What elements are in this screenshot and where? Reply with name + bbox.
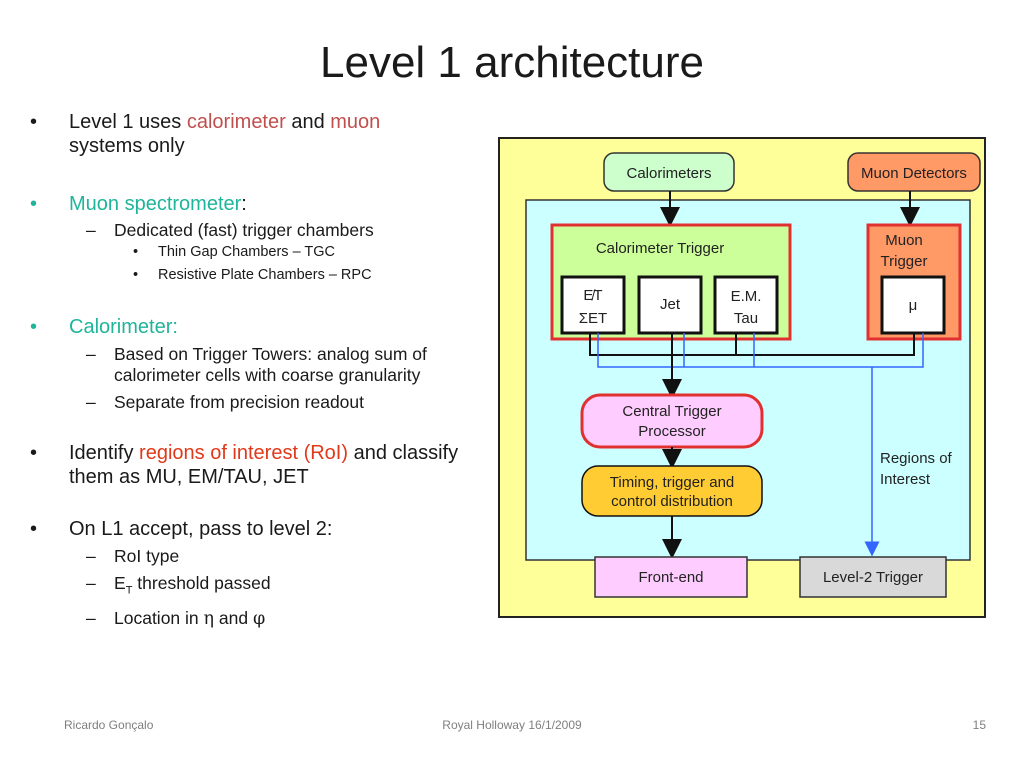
connector-blue: [597, 333, 924, 537]
sub-sub-bullet: • Resistive Plate Chambers – RPC: [30, 266, 470, 285]
calorimeter-highlight: calorimeter: [186, 111, 286, 133]
bullet-marker: •: [30, 193, 38, 215]
footer-page-number: 15: [972, 718, 986, 732]
bullet-text: :: [241, 193, 247, 215]
muon-detectors-label: Muon Detectors: [861, 165, 967, 182]
roi-highlight: regions of interest (RoI): [139, 442, 349, 464]
ctp-label-1: Central Trigger: [622, 403, 721, 420]
bullet-level1: • Level 1 uses calorimeter and muon syst…: [30, 110, 470, 158]
sub-sub-bullet-text: Resistive Plate Chambers – RPC: [158, 267, 372, 283]
bullet-marker: •: [30, 442, 38, 464]
sub-bullet: – Separate from precision readout: [30, 392, 470, 413]
bullet-list: • Level 1 uses calorimeter and muon syst…: [30, 110, 470, 630]
et-box: [560, 275, 626, 335]
et-miss-label: E̸T: [583, 287, 602, 304]
em-tau-box: [713, 275, 779, 335]
bullet-muon-spectrometer: • Muon spectrometer:: [30, 192, 470, 216]
bullet-l1-accept: • On L1 accept, pass to level 2:: [30, 517, 470, 541]
bullet-marker: •: [30, 111, 38, 133]
em-label: E.M.: [731, 288, 762, 305]
jet-label: Jet: [660, 296, 681, 313]
eta-symbol: η: [203, 608, 215, 629]
sub-sub-bullet-text: Thin Gap Chambers – TGC: [158, 244, 336, 260]
sub-bullet: – ET threshold passed: [30, 573, 470, 602]
sub-sub-bullet-marker: •: [133, 244, 139, 260]
bullet-text: Identify: [69, 442, 140, 464]
timing-label-1: Timing, trigger and: [610, 474, 735, 491]
et-subscript: T: [125, 584, 133, 597]
sum-et-label: ΣET: [579, 310, 607, 327]
sub-bullet-marker: –: [86, 573, 96, 593]
sub-bullet: – Dedicated (fast) trigger chambers: [30, 220, 470, 241]
bullet-identify-roi: • Identify regions of interest (RoI) and…: [30, 441, 470, 489]
muon-spectrometer-label: Muon spectrometer: [69, 193, 242, 215]
mu-box: [880, 275, 946, 335]
calorimeter-trigger-label: Calorimeter Trigger: [596, 240, 724, 257]
muon-trigger-label-1: Muon: [885, 232, 923, 249]
frontend-box: [594, 556, 748, 598]
bullet-marker: •: [30, 518, 38, 540]
level1-architecture-diagram: Calorimeters Muon Detectors Calorimeter …: [498, 137, 986, 618]
sub-bullet: – Based on Trigger Towers: analog sum of…: [30, 344, 470, 386]
sub-bullet-text: Separate from precision readout: [114, 392, 364, 412]
bullet-text: On L1 accept, pass to level 2:: [69, 518, 333, 540]
bullet-text: Level 1 uses: [69, 111, 187, 133]
sub-bullet-marker: –: [86, 546, 96, 566]
phi-symbol: φ: [252, 608, 266, 629]
bullet-marker: •: [30, 316, 38, 338]
sub-bullet-marker: –: [86, 220, 96, 240]
muon-trigger-label-2: Trigger: [881, 253, 928, 270]
sub-bullet-marker: –: [86, 607, 96, 628]
sub-bullet-text: RoI type: [114, 546, 180, 566]
calorimeters-label: Calorimeters: [626, 165, 711, 182]
tau-label: Tau: [734, 310, 758, 327]
frontend-label: Front-end: [638, 569, 703, 586]
sub-bullet-text: threshold passed: [132, 573, 271, 593]
sub-bullet-marker: –: [86, 344, 96, 364]
sub-bullet: – Location in η and φ: [30, 608, 470, 630]
et-symbol: E: [114, 573, 126, 593]
sub-bullet-text: Based on Trigger Towers: analog sum of c…: [114, 344, 427, 385]
sub-bullet-marker: –: [86, 392, 96, 412]
calorimeter-label: Calorimeter:: [69, 316, 178, 338]
mu-label: μ: [909, 297, 918, 314]
muon-highlight: muon: [330, 111, 381, 133]
sub-sub-bullet: • Thin Gap Chambers – TGC: [30, 243, 470, 262]
connector-black: [589, 333, 915, 356]
bullet-text: and classify them as MU, EM/TAU, JET: [69, 442, 459, 488]
level2-trigger-label: Level-2 Trigger: [823, 569, 923, 586]
slide-title: Level 1 architecture: [320, 38, 704, 87]
bullet-text: and: [285, 111, 331, 133]
sub-bullet-text: Dedicated (fast) trigger chambers: [114, 220, 374, 240]
ctp-label-2: Processor: [638, 423, 706, 440]
footer-author: Ricardo Gonçalo: [64, 718, 154, 732]
bullet-calorimeter: • Calorimeter:: [30, 315, 470, 339]
bullet-text: systems only: [69, 135, 185, 157]
level2-trigger-box: [799, 556, 947, 598]
footer-venue: Royal Holloway 16/1/2009: [442, 718, 582, 732]
timing-label-2: control distribution: [611, 493, 733, 510]
muon-detectors-box: [847, 152, 981, 192]
jet-box: [637, 275, 703, 335]
roi-label-1: Regions of: [880, 450, 953, 467]
sub-bullet-text: Location in: [114, 607, 204, 628]
sub-bullet-text: and: [214, 607, 253, 628]
sub-sub-bullet-marker: •: [133, 267, 139, 283]
sub-bullet: – RoI type: [30, 546, 470, 567]
roi-label-2: Interest: [880, 471, 931, 488]
